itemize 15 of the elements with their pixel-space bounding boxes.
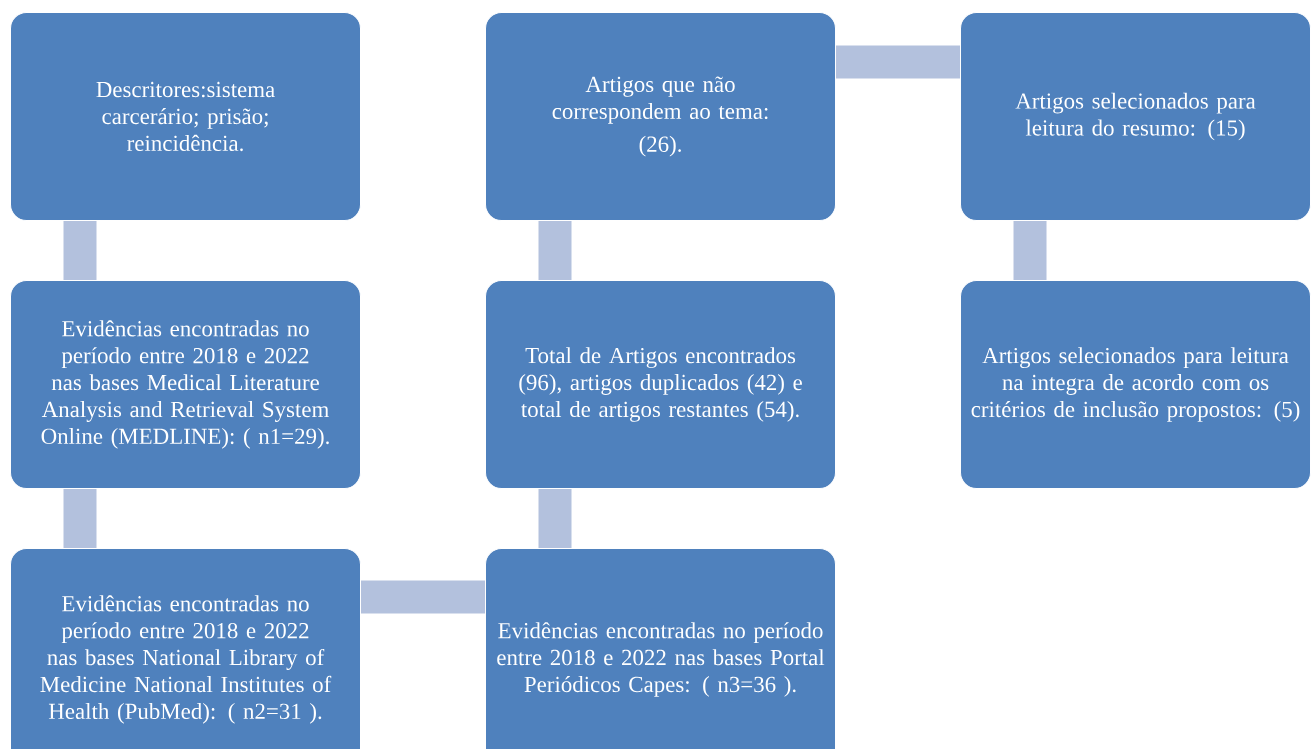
connector-bar — [361, 580, 485, 614]
process-box: Total de Artigos encontrados (96), artigos duplicados (42) e total de artigos restantes (54). — [485, 280, 836, 489]
connector-bar — [63, 489, 97, 548]
process-box: Evidências encontradas no período entre 2018 e 2022 nas bases Medical Literature Analysis and Retrieval System Online (MEDLINE): ( n1=29). — [10, 280, 361, 489]
connector-bar — [1013, 221, 1047, 280]
process-box: Artigos selecionados para leitura do resumo: (15) — [960, 12, 1311, 221]
connector-bar — [538, 489, 572, 548]
process-box: Artigos que não correspondem ao tema: (26). — [485, 12, 836, 221]
process-box: Artigos selecionados para leitura na integra de acordo com os critérios de inclusão propostos: (5) — [960, 280, 1311, 489]
connector-bar — [836, 45, 960, 79]
process-box: Descritores:sistema carcerário; prisão; reincidência. — [10, 12, 361, 221]
connector-bar — [538, 221, 572, 280]
process-box: Evidências encontradas no período entre 2018 e 2022 nas bases Portal Periódicos Capes: ( n3=36 ). — [485, 548, 836, 749]
process-box: Evidências encontradas no período entre 2018 e 2022 nas bases National Library of Medicine National Institutes of Health (PubMed): ( n2=31 ). — [10, 548, 361, 749]
connector-bar — [63, 221, 97, 280]
